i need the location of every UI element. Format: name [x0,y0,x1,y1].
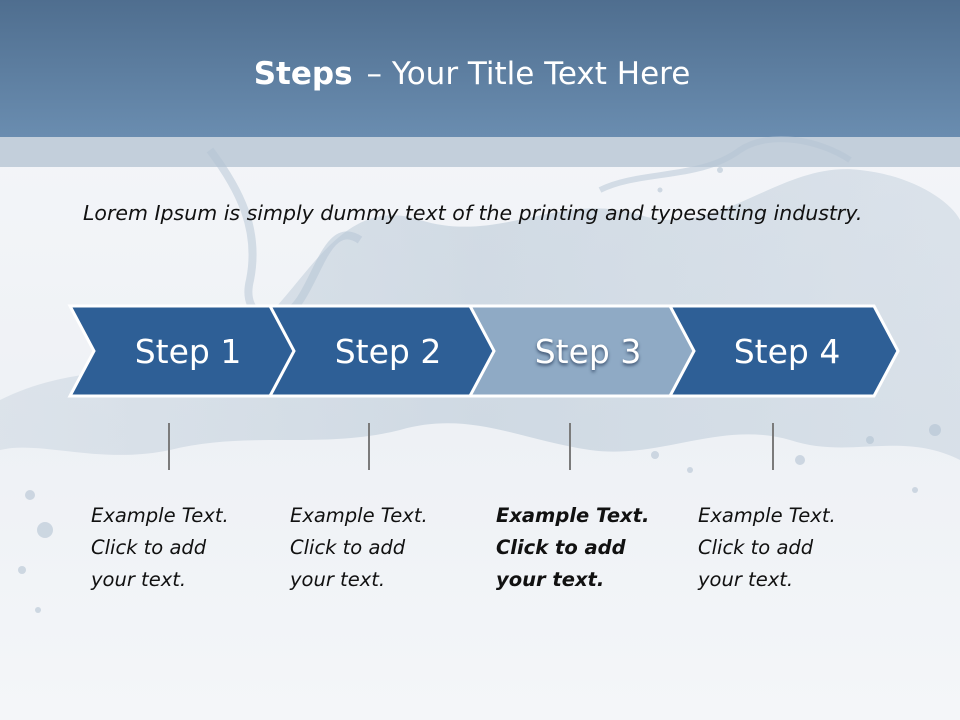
step-4-description[interactable]: Example Text. Click to add your text. [698,500,868,596]
slide-title[interactable]: Steps – Your Title Text Here [0,52,944,96]
step-1-connector [168,423,170,470]
step-4-label: Step 4 [733,332,841,371]
step-3-line-2: Click to add [496,536,626,559]
step-4-line-2: Click to add [698,536,814,559]
step-2-label: Step 2 [334,332,442,371]
step-3-description[interactable]: Example Text. Click to add your text. [496,500,666,596]
intro-text[interactable]: Lorem Ipsum is simply dummy text of the … [83,201,863,225]
step-2-description[interactable]: Example Text. Click to add your text. [290,500,460,596]
step-4-line-3: your text. [698,568,794,591]
step-4-line-1: Example Text. [698,504,836,527]
step-1-line-1: Example Text. [91,504,229,527]
title-bold-part: Steps [253,56,353,92]
step-chevrons [67,304,900,398]
step-2-connector [368,423,370,470]
step-3-label: Step 3 [534,332,642,371]
header-bar [0,0,960,137]
step-2-line-1: Example Text. [290,504,428,527]
step-1-line-2: Click to add [91,536,207,559]
step-2-line-2: Click to add [290,536,406,559]
step-3-line-1: Example Text. [496,504,650,527]
step-4-chevron[interactable] [667,304,900,398]
step-3-line-3: your text. [496,568,605,591]
title-text-part: – Your Title Text Here [366,56,691,92]
water-droplets [18,167,941,613]
step-1-line-3: your text. [91,568,187,591]
step-1-label: Step 1 [134,332,242,371]
step-4-connector [772,423,774,470]
splash-crest-shape [598,136,852,193]
step-2-line-3: your text. [290,568,386,591]
step-3-connector [569,423,571,470]
step-1-description[interactable]: Example Text. Click to add your text. [91,500,261,596]
